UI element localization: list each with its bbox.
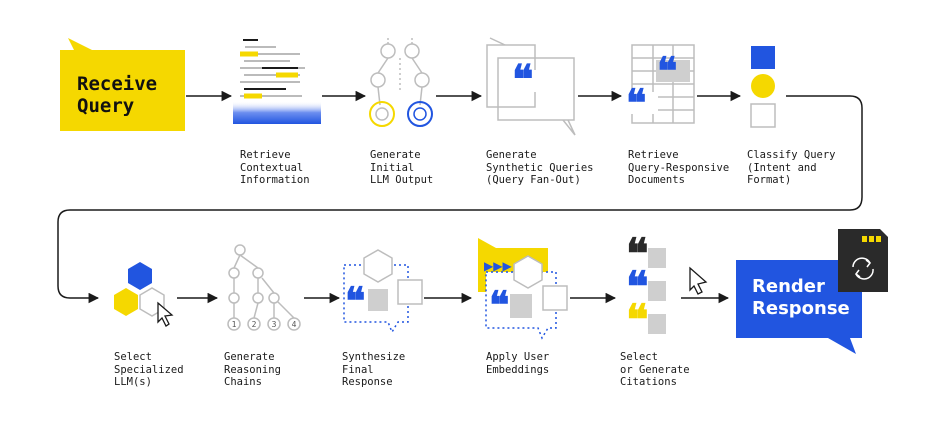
step-label-retrieve-documents: Retrieve Query-Responsive Documents <box>628 149 730 186</box>
specialized-llm-icon <box>114 262 174 327</box>
user-embeddings-icon: ▶▶▶ ❝ <box>478 238 568 340</box>
render-response-label: Render Response <box>752 276 850 319</box>
svg-text:❝: ❝ <box>345 278 365 323</box>
citations-icon: ❝ ❝ ❝ <box>626 229 708 344</box>
chain-number: 4 <box>292 320 297 329</box>
device-card-icon <box>838 229 888 292</box>
step-label-select-llm: Select Specialized LLM(s) <box>114 351 184 388</box>
step-label-synthetic-queries: Generate Synthetic Queries (Query Fan-Ou… <box>486 149 594 186</box>
svg-text:❝: ❝ <box>626 262 649 311</box>
step-label-classify-query: Classify Query (Intent and Format) <box>747 149 836 186</box>
svg-text:❝: ❝ <box>626 229 649 278</box>
svg-text:▶▶▶: ▶▶▶ <box>484 259 512 273</box>
step-label-generate-initial: Generate Initial LLM Output <box>370 149 434 186</box>
row-connector <box>57 95 863 304</box>
receive-query-label: Receive Query <box>77 73 158 117</box>
chain-number: 1 <box>232 320 237 329</box>
step-label-retrieve-contextual: Retrieve Contextual Information <box>240 149 310 186</box>
svg-text:❝: ❝ <box>512 56 534 103</box>
step-label-user-embeddings: Apply User Embeddings <box>486 351 550 376</box>
synthesize-response-icon: ❝ <box>343 249 423 334</box>
step-label-citations: Select or Generate Citations <box>620 351 690 388</box>
svg-text:❝: ❝ <box>657 48 677 93</box>
chain-number: 3 <box>272 320 277 329</box>
chain-number: 2 <box>252 320 257 329</box>
svg-text:❝: ❝ <box>626 80 646 125</box>
refresh-icon <box>852 257 874 280</box>
step-label-synthesize: Synthesize Final Response <box>342 351 406 388</box>
initial-llm-output-icon <box>369 38 433 127</box>
synthetic-queries-icon: ❝ <box>486 37 576 136</box>
contextual-information-icon <box>233 39 321 124</box>
step-label-reasoning-chains: Generate Reasoning Chains <box>224 351 281 388</box>
documents-grid-icon: ❝ ❝ <box>626 44 695 125</box>
reasoning-chains-icon <box>227 244 301 331</box>
render-response-bubble <box>736 260 862 354</box>
svg-text:❝: ❝ <box>489 282 509 327</box>
classify-query-icon <box>750 46 776 128</box>
receive-query-bubble <box>60 38 185 131</box>
chain-number-labels: 1 2 3 4 <box>232 320 297 329</box>
svg-text:❝: ❝ <box>626 295 649 344</box>
